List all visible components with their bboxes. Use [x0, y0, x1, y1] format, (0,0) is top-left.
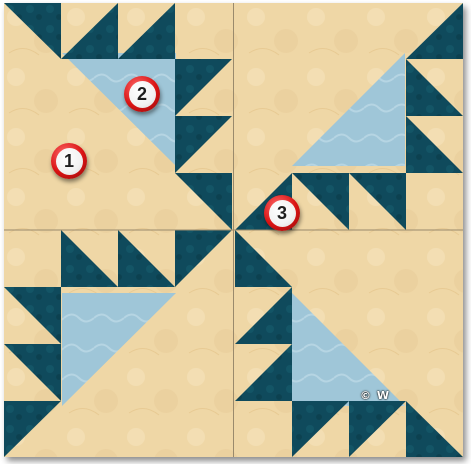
quilt-pattern: [4, 3, 463, 457]
marker-3-label: 3: [269, 200, 296, 227]
marker-2-label: 2: [129, 81, 156, 108]
marker-2: 2: [124, 76, 160, 112]
marker-1-label: 1: [56, 148, 83, 175]
marker-1: 1: [51, 143, 87, 179]
copyright-watermark: © W: [360, 389, 390, 402]
quilt-block: 1 2 3 © W: [4, 3, 463, 457]
marker-3: 3: [264, 195, 300, 231]
